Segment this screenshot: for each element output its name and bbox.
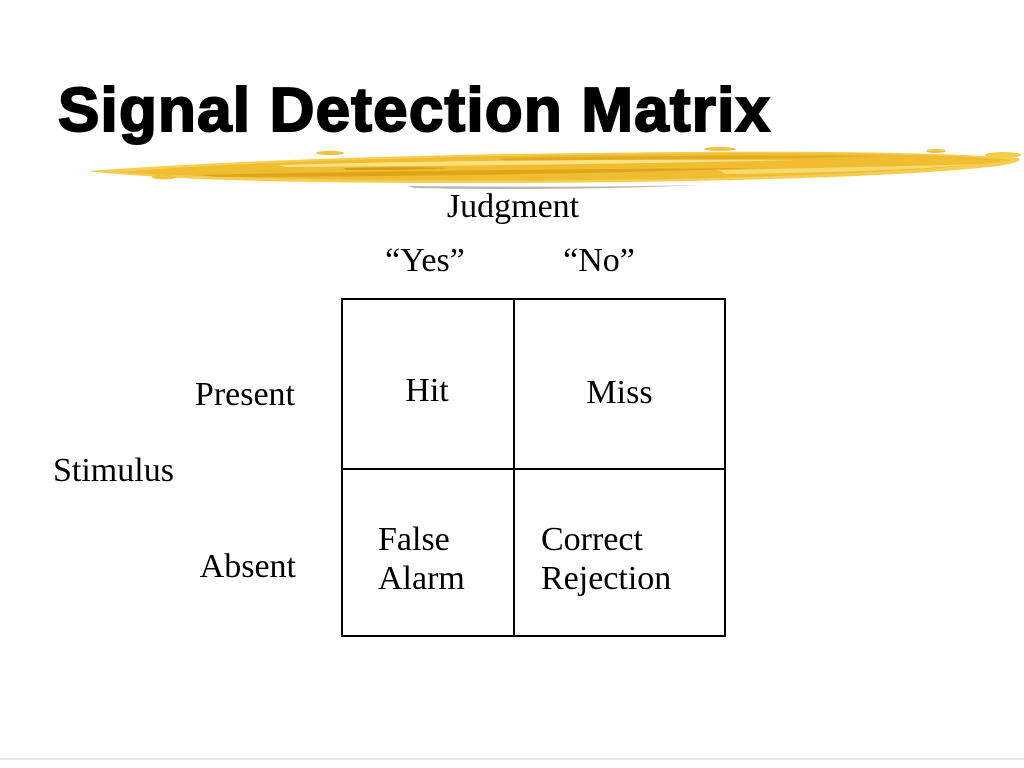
cell-false-alarm: False Alarm xyxy=(378,521,465,597)
cell-miss: Miss xyxy=(586,374,653,411)
brush-underline-graphic xyxy=(88,147,1021,189)
slide-title: Signal Detection Matrix xyxy=(57,76,772,145)
bottom-edge-rule xyxy=(0,758,1024,760)
row-axis-label: Stimulus xyxy=(53,452,174,489)
row-header-present: Present xyxy=(194,376,295,413)
table-row-divider xyxy=(343,468,724,470)
column-header-no: “No” xyxy=(563,242,635,279)
cell-hit: Hit xyxy=(405,372,449,409)
column-header-yes: “Yes” xyxy=(385,242,465,279)
bottom-edge-margin xyxy=(0,760,1024,768)
table-column-divider xyxy=(513,300,515,635)
cell-correct-rejection: Correct Rejection xyxy=(541,521,672,597)
column-axis-label: Judgment xyxy=(446,188,580,225)
signal-detection-matrix-table xyxy=(341,298,726,637)
row-header-absent: Absent xyxy=(199,548,296,585)
